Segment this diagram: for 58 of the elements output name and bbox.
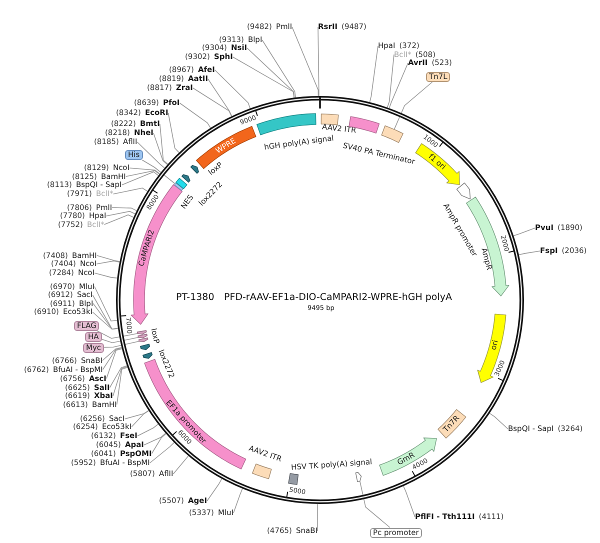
leader-line (262, 40, 296, 98)
leader-line (386, 54, 394, 108)
leader-line (124, 410, 149, 420)
leader-line (129, 168, 160, 174)
leader-line (208, 78, 232, 116)
leader-line (179, 102, 211, 128)
leader-line (246, 48, 295, 98)
leader-line (394, 82, 433, 130)
leader-line (359, 480, 390, 528)
leader-line (172, 455, 189, 474)
leader-line (92, 294, 118, 330)
leader-line (104, 340, 140, 348)
leader-line (149, 442, 174, 464)
leader-line (106, 210, 136, 216)
leader-line (318, 26, 320, 96)
leader-line (112, 366, 128, 396)
leader-line (403, 486, 416, 518)
leader-line (96, 330, 138, 339)
leader-line (106, 348, 122, 379)
leader-line (136, 142, 165, 168)
leader-line (317, 504, 318, 532)
leader-line (489, 412, 508, 430)
leader-line (192, 88, 232, 117)
leader-line (102, 348, 122, 370)
plasmid-name: PFD-rAAV-EF1a-DIO-CaMPARI2-WPRE-hGH polyA (224, 293, 452, 304)
leader-line (101, 337, 139, 344)
leader-line (109, 365, 128, 388)
leader-line (102, 347, 122, 361)
leader-line (369, 46, 378, 103)
leader-line (137, 424, 159, 436)
leader-line (513, 228, 536, 236)
leader-line (142, 160, 176, 184)
leader-line (112, 188, 148, 194)
leader-line (121, 171, 159, 186)
leader-line (94, 272, 118, 278)
leader-line (144, 432, 166, 446)
leader-line (206, 478, 222, 502)
leader-line (168, 112, 180, 153)
leader-line (153, 132, 168, 165)
leader-line (388, 62, 408, 108)
leader-line (96, 260, 120, 264)
plasmid-id: PT-1380 (176, 293, 214, 304)
leader-line (233, 488, 243, 514)
leader-line (232, 56, 294, 98)
leader-line (92, 303, 118, 330)
leader-line (94, 286, 118, 322)
leader-line (92, 312, 118, 330)
leader-line (116, 366, 128, 405)
leader-line (159, 124, 168, 165)
leader-line (96, 255, 120, 262)
leader-line (104, 214, 134, 225)
leader-line (131, 410, 150, 428)
leader-line (151, 433, 166, 454)
leader-line (214, 70, 251, 109)
leader-line (112, 207, 137, 212)
leader-line (125, 170, 160, 177)
leader-line (292, 26, 319, 96)
leader-line (518, 250, 540, 256)
